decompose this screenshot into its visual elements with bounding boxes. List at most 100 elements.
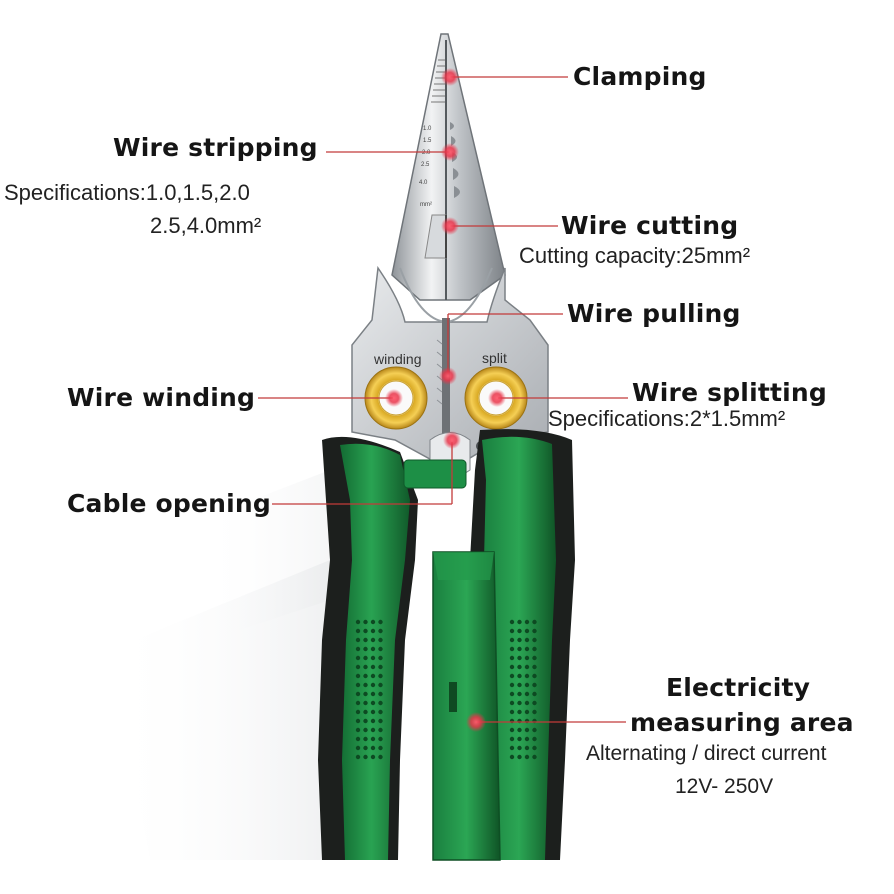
grip-dot: [370, 754, 376, 760]
grip-dot: [370, 700, 376, 706]
grip-dot: [532, 709, 537, 715]
grip-dot: [532, 754, 537, 760]
cutting-marker: [441, 217, 459, 235]
floor-shadow: [110, 470, 340, 860]
grip-dot: [370, 727, 376, 733]
grip-dot: [524, 664, 530, 670]
wire-splitting-label: Wire splitting: [632, 378, 828, 407]
gauge-mark-2: 1.5: [423, 138, 432, 144]
grip-dot: [370, 646, 376, 652]
wire-stripping-label: Wire stripping: [113, 133, 318, 162]
grip-dot: [363, 664, 368, 670]
grip-dot: [517, 655, 522, 661]
cable-opening-marker: [443, 431, 461, 449]
grip-dot: [370, 709, 376, 715]
grip-dot: [532, 619, 537, 625]
grip-dot: [378, 628, 383, 634]
grip-dot: [524, 655, 530, 661]
wire-stripping-spec-line2: 2.5,4.0mm²: [150, 213, 262, 238]
grip-dot: [355, 619, 361, 625]
grip-dot: [532, 691, 537, 697]
grip-dot: [532, 628, 537, 634]
wire-pulling-label: Wire pulling: [567, 299, 741, 328]
grip-dot: [355, 754, 361, 760]
grip-dot: [517, 637, 522, 643]
grip-dot: [355, 709, 361, 715]
wire-splitting-spec: Specifications:2*1.5mm²: [548, 406, 786, 431]
grip-dot: [378, 682, 383, 688]
grip-dot: [532, 673, 537, 679]
grip-dot: [363, 655, 368, 661]
grip-dot: [378, 709, 383, 715]
grip-dot: [378, 718, 383, 724]
grip-dot: [378, 727, 383, 733]
grip-dot: [378, 754, 383, 760]
grip-dot: [363, 727, 368, 733]
winding-marker: [385, 389, 403, 407]
grip-dot: [355, 664, 361, 670]
grip-dot: [355, 718, 361, 724]
grip-dot: [517, 709, 522, 715]
grip-dot: [355, 736, 361, 742]
grip-dot: [517, 754, 522, 760]
cable-opening-label: Cable opening: [67, 489, 272, 518]
grip-dot: [524, 646, 530, 652]
grip-dot: [355, 682, 361, 688]
grip-dot: [509, 673, 515, 679]
grip-dot: [363, 709, 368, 715]
grip-dot: [378, 637, 383, 643]
measuring-label-line2: measuring area: [630, 708, 854, 737]
grip-dot: [532, 682, 537, 688]
grip-dot: [363, 754, 368, 760]
grip-dot: [509, 709, 515, 715]
grip-dot: [524, 682, 530, 688]
grip-dot: [532, 637, 537, 643]
grip-dot: [378, 700, 383, 706]
grip-dot: [517, 727, 522, 733]
grip-dot: [378, 673, 383, 679]
clamping-label: Clamping: [573, 62, 707, 91]
grip-dot: [363, 673, 368, 679]
grip-dot: [363, 637, 368, 643]
grip-dot: [363, 700, 368, 706]
leader-lines: [258, 76, 628, 723]
grip-dot: [378, 646, 383, 652]
grip-dot: [509, 754, 515, 760]
grip-dot: [509, 619, 515, 625]
pulling-marker: [439, 367, 457, 385]
grip-dot: [524, 700, 530, 706]
grip-dot: [524, 673, 530, 679]
grip-dot: [378, 736, 383, 742]
grip-dot: [524, 691, 530, 697]
grip-dot: [517, 745, 522, 751]
clamping-marker: [441, 68, 459, 86]
grip-dot: [532, 655, 537, 661]
grip-dot: [524, 628, 530, 634]
grip-dot: [517, 736, 522, 742]
grip-dot: [532, 664, 537, 670]
grip-dot: [363, 745, 368, 751]
grip-dot: [355, 655, 361, 661]
measuring-marker: [466, 712, 486, 732]
grip-dot: [370, 664, 376, 670]
grip-dot: [363, 718, 368, 724]
grip-dots-left: [355, 619, 383, 760]
grip-dot: [370, 745, 376, 751]
grip-dot: [363, 628, 368, 634]
grip-dot: [517, 664, 522, 670]
gauge-mark-5: 4.0: [419, 180, 428, 186]
wire-cutting-spec: Cutting capacity:25mm²: [519, 243, 751, 268]
grip-dot: [509, 637, 515, 643]
grip-dot: [378, 691, 383, 697]
wire-winding-label: Wire winding: [67, 383, 256, 412]
grip-dot: [355, 673, 361, 679]
grip-dot: [509, 664, 515, 670]
grip-dot: [532, 736, 537, 742]
grip-dot: [517, 646, 522, 652]
grip-dot: [517, 673, 522, 679]
grip-dot: [509, 646, 515, 652]
grip-dot: [370, 718, 376, 724]
wire-stripping-spec-line1: Specifications:1.0,1.5,2.0: [4, 180, 250, 205]
split-hole-label: split: [482, 350, 507, 366]
